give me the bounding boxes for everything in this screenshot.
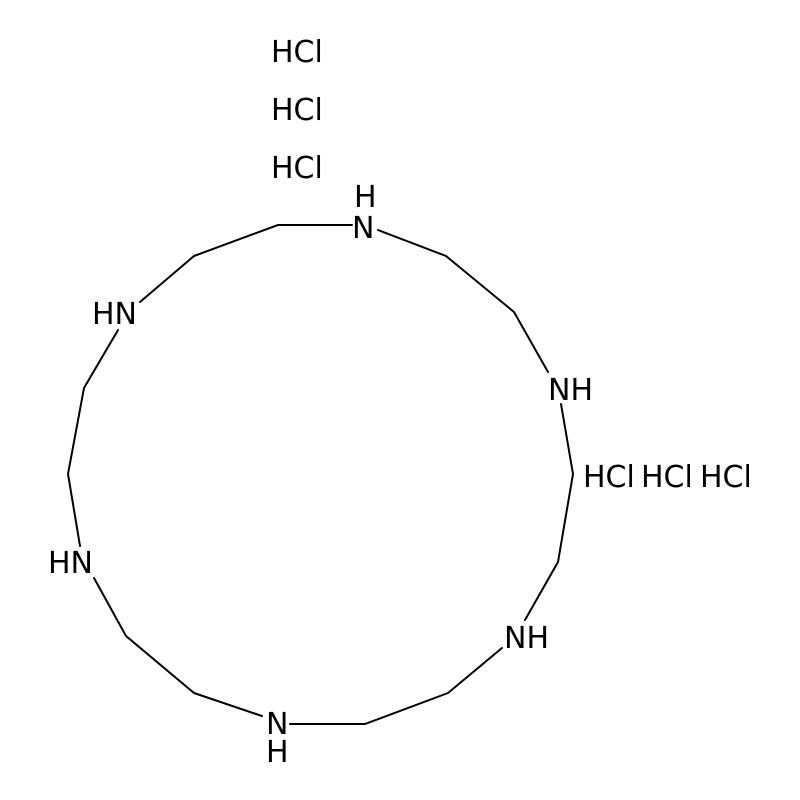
bond-n1-segment bbox=[139, 224, 353, 303]
atom-labels: H N NH NH N H HN HN bbox=[48, 180, 593, 770]
salt-hcl-5: HCl bbox=[641, 460, 693, 495]
salt-hcl-2: HCl bbox=[271, 93, 323, 128]
salt-hcl-1: HCl bbox=[271, 35, 323, 70]
bond-n6-n5-segment bbox=[67, 329, 119, 547]
atom-n4-h: H bbox=[266, 735, 289, 770]
atom-n2: NH bbox=[548, 373, 593, 408]
salt-hcl-6: HCl bbox=[700, 460, 752, 495]
atom-n4: N bbox=[266, 707, 288, 742]
ring-bonds bbox=[67, 224, 574, 725]
bond-n2-n1-segment bbox=[377, 229, 549, 373]
salt-hcl-4: HCl bbox=[583, 460, 635, 495]
bond-n4-n3-segment bbox=[289, 647, 503, 725]
atom-n1-h: H bbox=[354, 180, 377, 215]
salt-hcl-3: HCl bbox=[271, 151, 323, 186]
salt-labels: HCl HCl HCl HCl HCl HCl bbox=[271, 35, 752, 495]
atom-n5: HN bbox=[48, 546, 93, 581]
atom-n6: HN bbox=[92, 297, 137, 332]
atom-n1: N bbox=[352, 211, 374, 246]
atom-n3: NH bbox=[504, 621, 549, 656]
bond-n5-n4-segment bbox=[93, 577, 263, 717]
bond-n3-n2-segment bbox=[524, 403, 574, 621]
